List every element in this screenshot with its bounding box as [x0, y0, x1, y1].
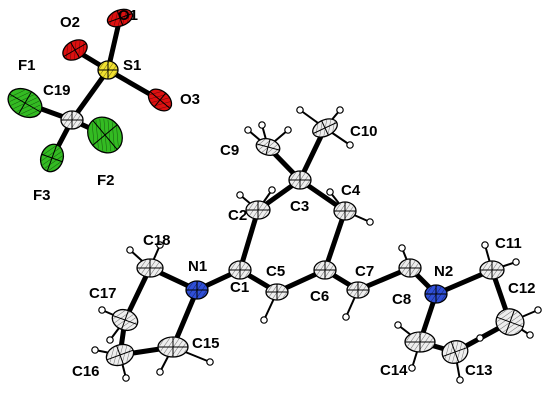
label-C12: C12 — [508, 280, 536, 297]
hydrogen-atom — [122, 374, 130, 382]
hydrogen-atom — [98, 306, 106, 314]
label-C1: C1 — [230, 279, 249, 296]
bond-s1-c19 — [69, 67, 111, 123]
hydrogen-atom — [296, 106, 304, 114]
hydrogen-atom — [258, 121, 266, 129]
label-C19: C19 — [43, 82, 71, 99]
label-F2: F2 — [97, 172, 115, 189]
hydrogen-atom — [326, 188, 334, 196]
label-C16: C16 — [72, 363, 100, 380]
label-C11: C11 — [495, 235, 522, 252]
label-C5: C5 — [266, 263, 285, 280]
label-N1: N1 — [188, 258, 207, 275]
label-O2: O2 — [60, 14, 80, 31]
hydrogen-atom — [206, 358, 214, 366]
hydrogen-atom — [268, 186, 276, 194]
atom-o2 — [62, 39, 88, 61]
label-C10: C10 — [350, 123, 378, 140]
hydrogen-atom — [512, 258, 520, 266]
hydrogen-atom — [156, 368, 164, 376]
hydrogen-atom — [476, 334, 484, 342]
atom-c1 — [228, 260, 252, 280]
hydrogen-atom — [456, 376, 464, 384]
label-N2: N2 — [434, 263, 453, 280]
label-C2: C2 — [228, 207, 247, 224]
atom-n2 — [424, 284, 448, 304]
atom-c12 — [495, 308, 525, 336]
atom-c4 — [333, 201, 357, 221]
label-C8: C8 — [392, 291, 411, 308]
hydrogen-atom — [336, 106, 344, 114]
label-C7: C7 — [355, 263, 374, 280]
label-C18: C18 — [143, 232, 171, 249]
label-C3: C3 — [290, 198, 309, 215]
atom-n1 — [185, 280, 209, 300]
atom-o3 — [147, 88, 173, 112]
hydrogen-atom — [156, 241, 164, 249]
hydrogen-atom — [342, 313, 350, 321]
atom-c11 — [479, 260, 505, 280]
atom-o1 — [106, 8, 134, 28]
atom-c16 — [105, 343, 135, 367]
hydrogen-atom — [346, 141, 354, 149]
label-C14: C14 — [380, 362, 408, 379]
bond-c4-c6 — [322, 208, 348, 273]
hydrogen-atom — [126, 246, 134, 254]
label-C13: C13 — [465, 362, 493, 379]
atom-c5 — [265, 283, 289, 301]
atom-c10 — [312, 118, 338, 138]
label-S1: S1 — [123, 57, 141, 74]
atom-c17 — [111, 308, 139, 332]
hydrogen-atom — [244, 126, 252, 134]
hydrogen-atom — [260, 316, 268, 324]
atom-c9 — [255, 138, 281, 156]
label-C9: C9 — [220, 142, 239, 159]
label-F1: F1 — [18, 57, 36, 74]
atom-c14 — [404, 331, 436, 353]
atom-c6 — [313, 260, 337, 280]
label-C6: C6 — [310, 288, 329, 305]
atom-f3 — [39, 143, 65, 173]
label-O3: O3 — [180, 91, 200, 108]
atom-f1 — [7, 87, 43, 119]
label-F3: F3 — [33, 187, 51, 204]
atom-c2 — [245, 200, 271, 220]
hydrogen-atom — [394, 321, 402, 329]
atom-f2 — [87, 116, 123, 154]
atom-s1 — [97, 60, 119, 80]
hydrogen-atom — [236, 191, 244, 199]
hydrogen-atom — [284, 126, 292, 134]
atom-c3 — [288, 170, 312, 190]
hydrogen-atom — [526, 331, 534, 339]
hydrogen-atom — [366, 218, 374, 226]
atom-labels: O1 O2 O3 S1 F1 C19 F2 F3 C9 C10 C4 C2 C3… — [18, 7, 536, 380]
hydrogen-atom — [91, 346, 99, 354]
atom-c7 — [346, 281, 370, 299]
hydrogen-atom — [534, 306, 542, 314]
hydrogen-atom — [106, 336, 114, 344]
hydrogen-atom — [481, 241, 489, 249]
hydrogen-atom — [408, 364, 416, 372]
label-C4: C4 — [341, 182, 361, 199]
atom-c8 — [398, 258, 422, 278]
label-C17: C17 — [89, 285, 117, 302]
label-O1: O1 — [118, 7, 138, 24]
bond-c2-c1 — [237, 207, 261, 273]
atom-c15 — [157, 336, 189, 358]
atom-c19 — [60, 110, 84, 130]
label-C15: C15 — [192, 335, 220, 352]
atoms — [7, 8, 542, 384]
hydrogen-atom — [398, 244, 406, 252]
atom-c18 — [136, 258, 164, 278]
atom-c13 — [441, 340, 469, 364]
